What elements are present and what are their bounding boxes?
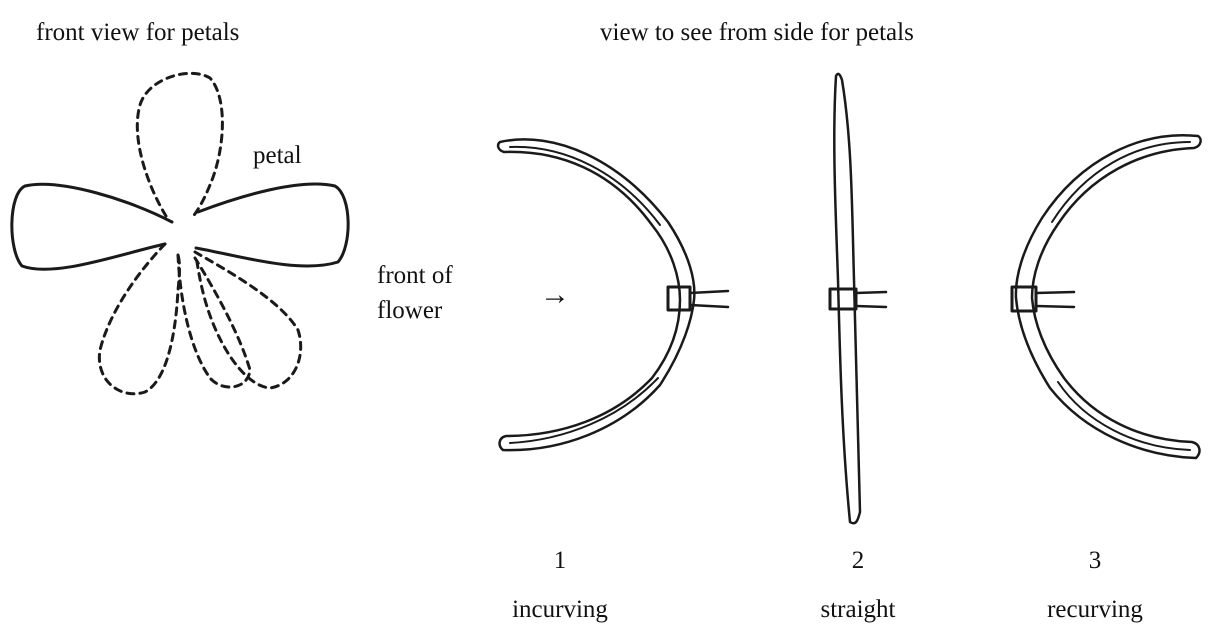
petal-label: petal (253, 142, 302, 169)
straight-label: straight (820, 596, 896, 623)
straight-number: 2 (851, 547, 865, 574)
incurving-petal-stem (688, 289, 730, 309)
lower-left-petal-dashed (97, 242, 181, 396)
front-of-flower-label-line2: flower (377, 297, 443, 324)
incurving-petal-base (666, 285, 692, 312)
straight-petal-drawing (828, 72, 888, 525)
incurving-number: 1 (553, 547, 567, 574)
lower-middle-petal-dashed (176, 253, 252, 389)
front-direction-arrow: → (540, 278, 570, 311)
left-petal (10, 182, 174, 271)
recurving-label: recurving (1047, 596, 1143, 623)
straight-petal-base (828, 287, 858, 311)
incurving-petal-drawing (496, 138, 730, 452)
recurving-petal-base (1010, 285, 1038, 313)
straight-petal-stem (854, 290, 888, 309)
lower-right-petal-dashed (193, 250, 303, 390)
side-view-heading: view to see from side for petals (600, 19, 914, 46)
top-petal-dashed (135, 71, 224, 220)
front-view-heading: front view for petals (36, 19, 240, 46)
incurving-label: incurving (512, 596, 608, 623)
right-petal (194, 182, 350, 268)
recurving-number: 3 (1088, 547, 1102, 574)
recurving-petal-stem (1034, 290, 1076, 309)
recurving-petal-drawing (1010, 134, 1202, 460)
front-of-flower-label-line1: front of (377, 262, 453, 289)
